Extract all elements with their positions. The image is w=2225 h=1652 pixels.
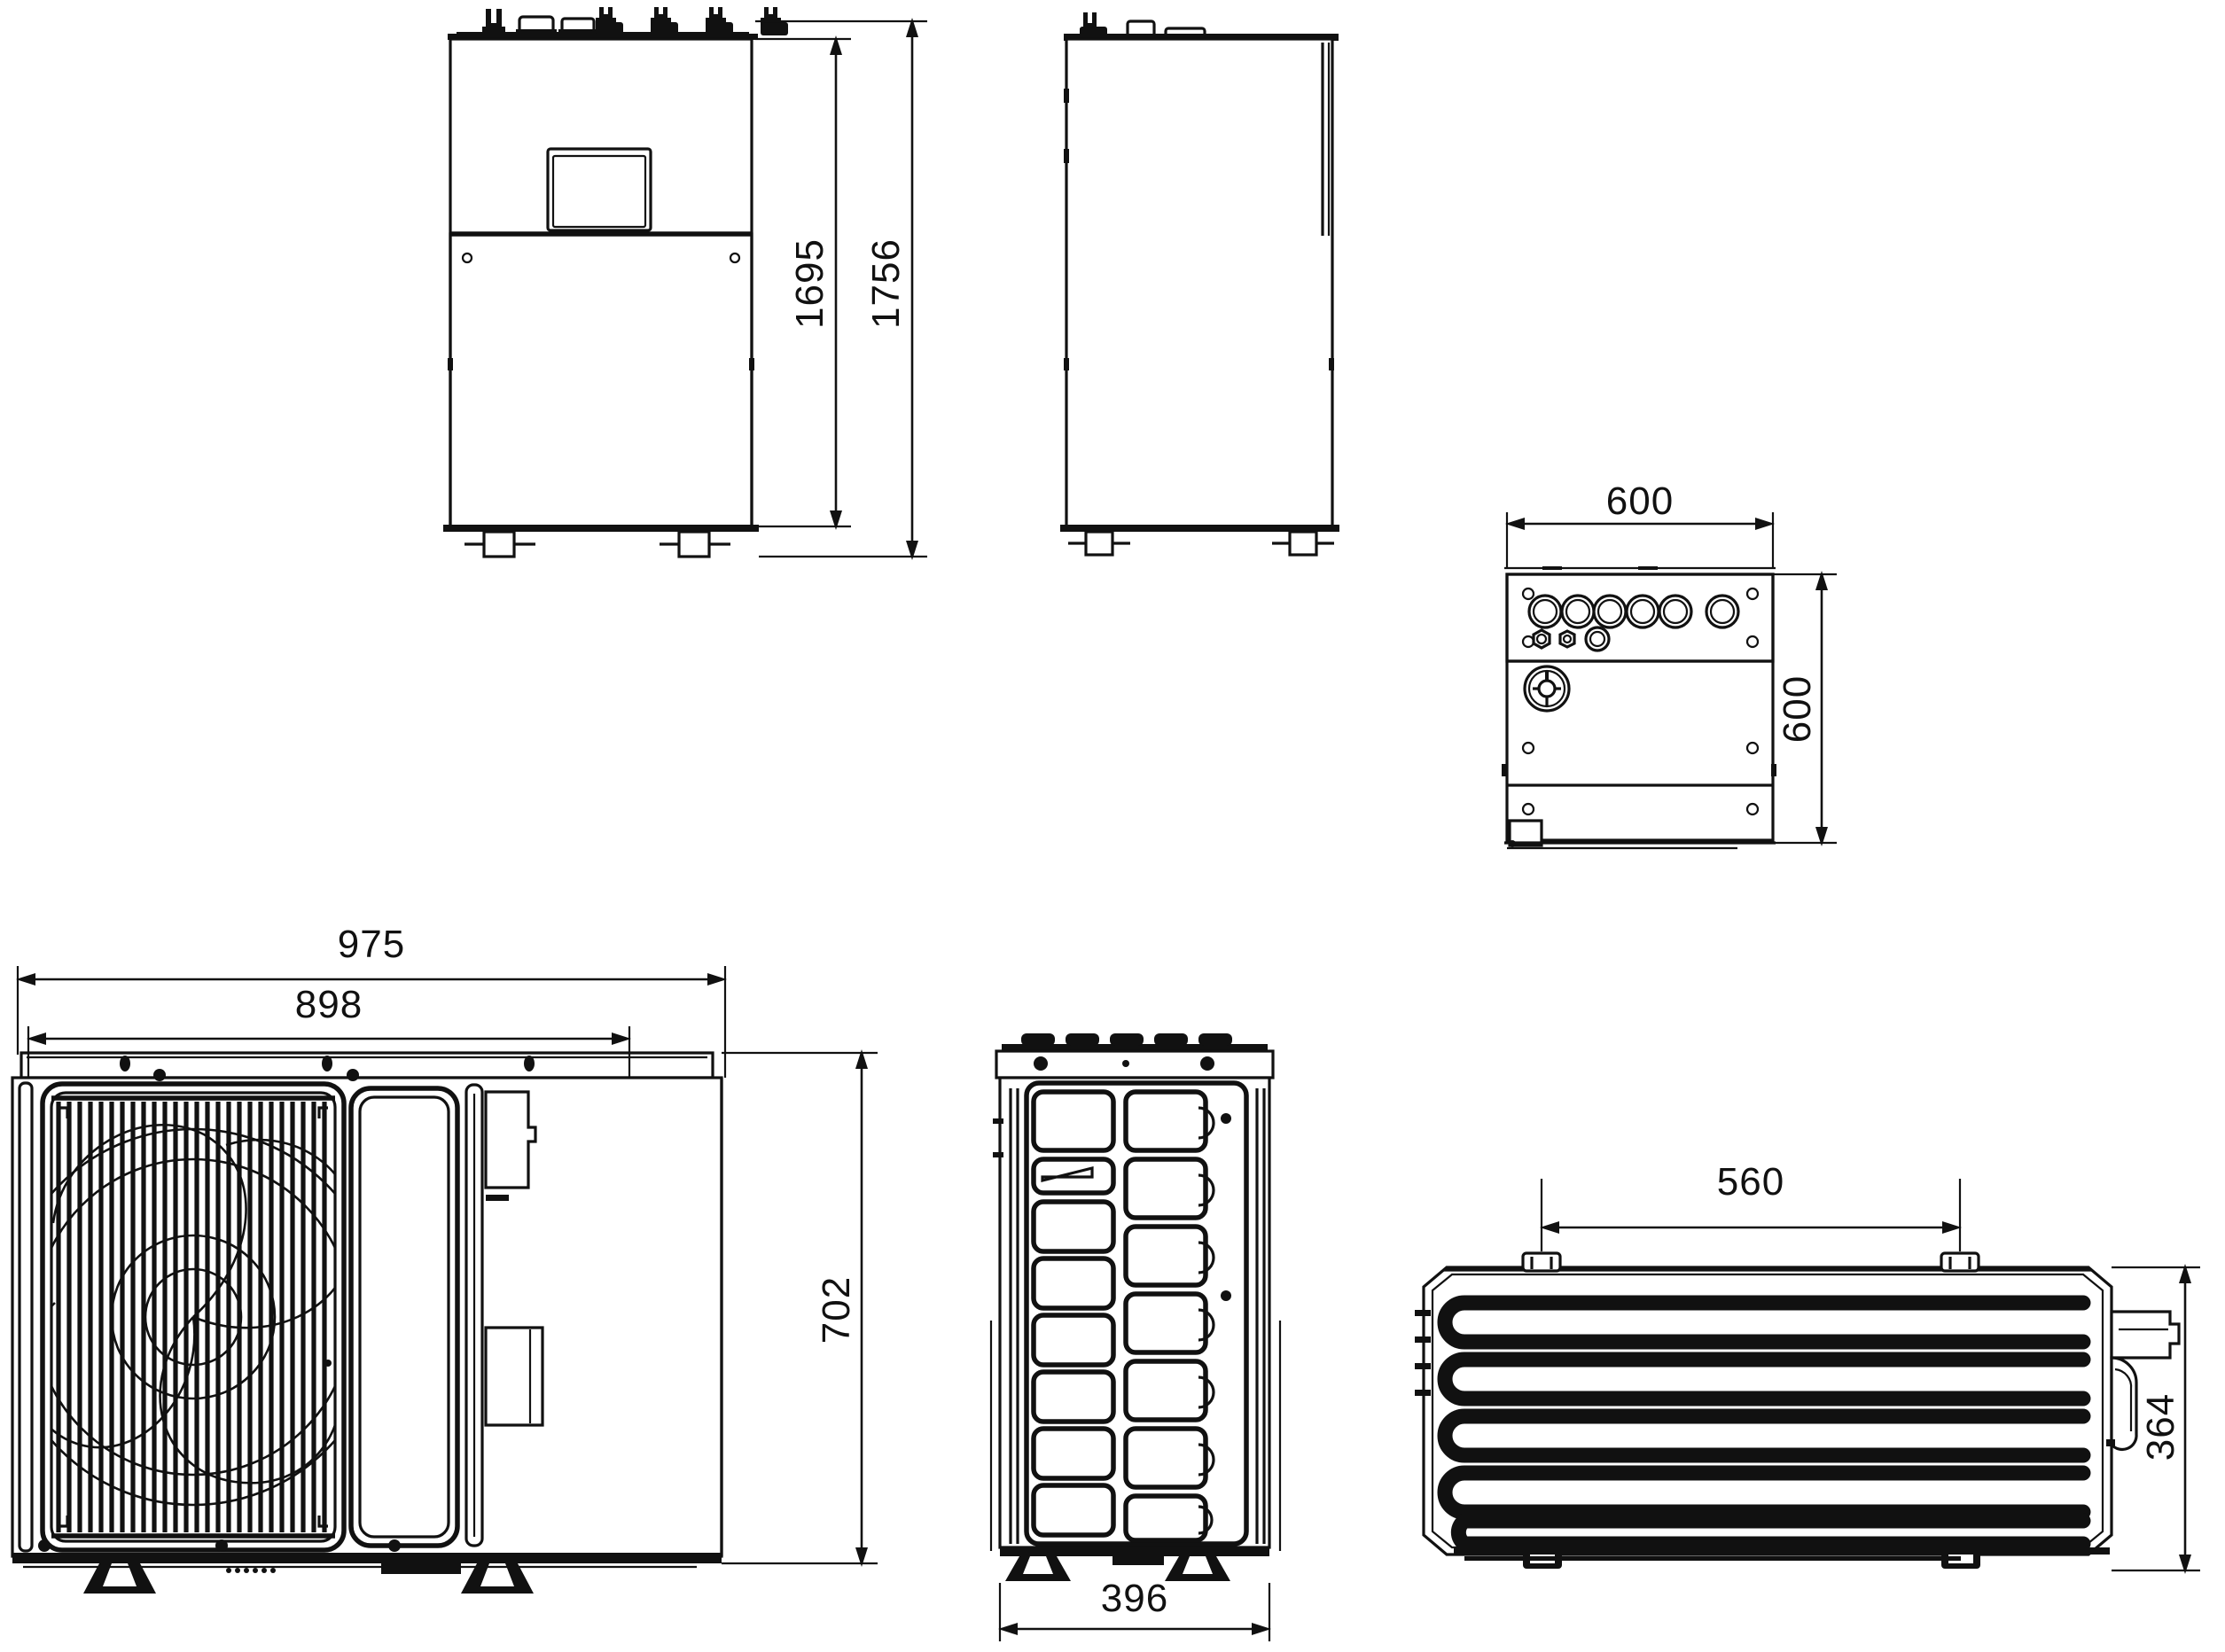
indoor-display-panel xyxy=(546,147,652,232)
dimension-898 xyxy=(27,1026,631,1078)
outdoor-side-coil-left xyxy=(1031,1089,1116,1538)
indoor-front-feet xyxy=(465,526,730,558)
dim-label-702: 702 xyxy=(815,1276,858,1344)
dimension-1695 xyxy=(755,35,851,530)
dim-label-396: 396 xyxy=(1101,1577,1168,1620)
outdoor-side-coil-right xyxy=(1123,1089,1215,1543)
outdoor-top-pipe-cover xyxy=(2110,1310,2181,1452)
outdoor-service-panel[interactable] xyxy=(348,1086,460,1548)
dim-label-1695: 1695 xyxy=(788,238,831,329)
outdoor-top-mount-feet xyxy=(1521,1251,1980,1273)
indoor-top-valve xyxy=(1523,665,1571,713)
dim-label-560: 560 xyxy=(1717,1160,1784,1204)
indoor-top-ports xyxy=(1527,594,1740,629)
dimension-1756 xyxy=(755,18,927,560)
indoor-top-small-fittings xyxy=(1532,626,1611,652)
outdoor-grille-bars xyxy=(56,1102,327,1532)
dimension-975 xyxy=(16,966,727,1078)
outdoor-valve-covers xyxy=(484,1090,544,1427)
dim-label-975: 975 xyxy=(338,923,405,966)
view-outdoor-front xyxy=(11,1051,723,1594)
dim-label-600-width: 600 xyxy=(1606,479,1674,523)
view-indoor-front xyxy=(443,7,788,558)
dimension-600-width xyxy=(1505,512,1775,567)
view-outdoor-side xyxy=(989,1033,1282,1581)
dimension-702 xyxy=(722,1049,878,1567)
dim-label-1756: 1756 xyxy=(864,238,908,329)
view-outdoor-top xyxy=(1415,1251,2181,1569)
dim-label-364: 364 xyxy=(2139,1393,2182,1461)
indoor-front-top-fittings xyxy=(448,7,788,40)
dimension-600-depth xyxy=(1773,571,1837,846)
outdoor-front-feet xyxy=(83,1563,534,1594)
dim-label-898: 898 xyxy=(295,983,363,1026)
dimension-364 xyxy=(2112,1264,2200,1574)
dimension-560 xyxy=(1540,1179,1962,1251)
view-indoor-top xyxy=(1502,566,1776,850)
indoor-side-top-fittings xyxy=(1064,12,1339,41)
outdoor-top-left-fittings xyxy=(1415,1310,1431,1396)
dim-label-600-depth: 600 xyxy=(1776,675,1819,743)
view-indoor-side xyxy=(1060,12,1339,557)
outdoor-top-coil-bars xyxy=(1437,1295,2091,1552)
dimension-396 xyxy=(998,1583,1271,1641)
